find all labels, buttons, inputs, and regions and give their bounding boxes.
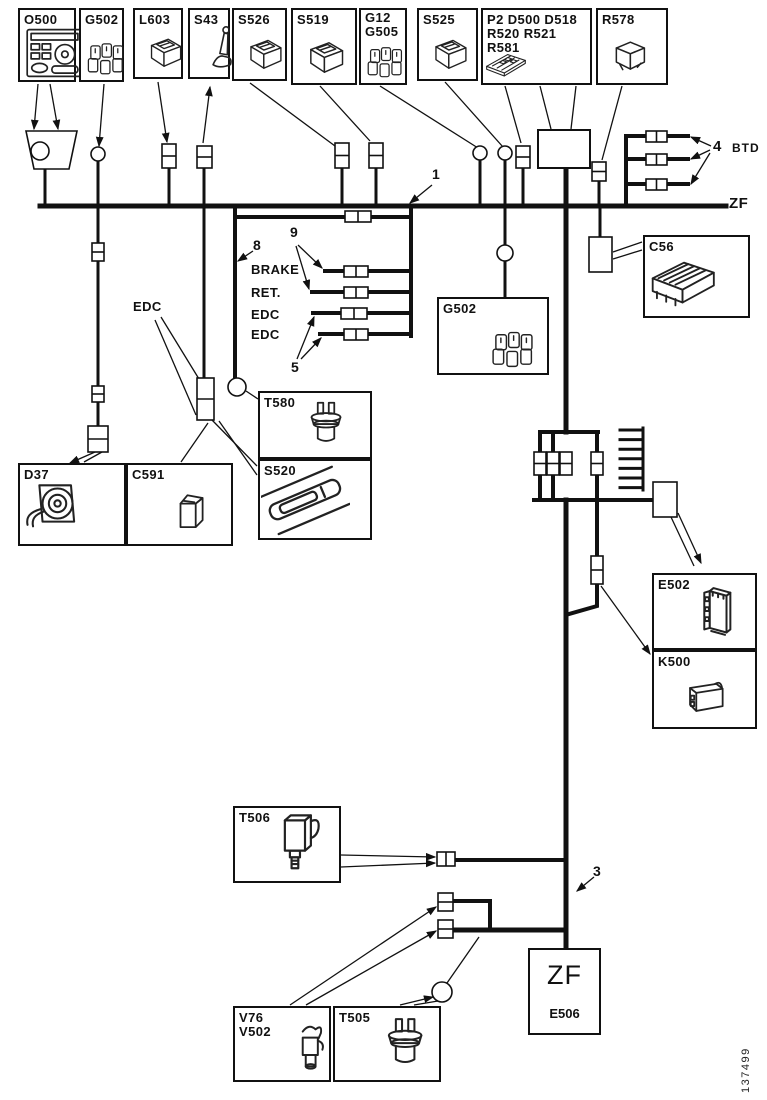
component-label-p2-line2: R520 R521 [487,26,557,41]
component-box-s525: S525 [417,8,478,81]
component-box-t505: T505 [333,1006,441,1082]
component-box-c56: C56 [643,235,750,318]
r578-illustration [615,41,646,71]
wire-label-brake: BRAKE [251,262,300,277]
component-box-t580: T580 [258,391,372,459]
component-label-c56: C56 [649,239,675,254]
c56-illustration [651,261,715,307]
component-box-o500: O500 [18,8,83,82]
component-label-s520: S520 [264,463,296,478]
component-label-p2-line1: P2 D500 D518 [487,12,578,27]
g502-top-illustration [87,43,124,75]
s520-illustration [261,465,350,536]
component-label-v76: V76 [239,1010,264,1025]
component-box-c591: C591 [126,463,233,546]
component-box-s520: S520 [258,459,372,540]
component-box-g502-top: G502 [79,8,124,82]
component-box-g12-g505: G12 G505 [359,8,407,85]
d37-illustration [26,484,76,528]
k500-illustration [689,681,724,712]
component-label-l603: L603 [139,12,171,27]
component-label-g505: G505 [365,24,399,39]
edc-harness-label: EDC [133,299,162,314]
component-label-s519: S519 [297,12,329,27]
l603-illustration [150,39,182,68]
g502-mid-illustration [491,331,533,367]
s526-illustration [250,39,282,70]
component-label-c591: C591 [132,467,165,482]
component-label-r578: R578 [602,12,635,27]
component-box-zf-e506: ZF E506 [528,948,601,1035]
component-label-g502-top: G502 [85,12,119,27]
component-label-t580: T580 [264,395,296,410]
component-box-k500: K500 [652,650,757,729]
wire-label-edc-a: EDC [251,307,280,322]
component-label-t506: T506 [239,810,271,825]
o500-illustration [26,28,83,78]
component-label-s526: S526 [238,12,270,27]
component-box-d37: D37 [18,463,126,546]
component-box-s526: S526 [232,8,287,81]
component-label-s43: S43 [194,12,219,27]
component-label-k500: K500 [658,654,691,669]
callout-3: 3 [593,863,602,879]
component-label-d37: D37 [24,467,50,482]
figure-number: 137499 [740,1047,752,1093]
e506-label: E506 [549,1006,580,1021]
g12-g505-illustration [367,47,403,78]
callout-9: 9 [290,224,299,240]
t506-illustration [283,814,320,870]
component-box-s519: S519 [291,8,357,85]
t580-illustration [310,401,342,442]
wire-label-ret: RET. [251,285,281,300]
component-box-l603: L603 [133,8,183,79]
c591-illustration [179,494,204,528]
p2-panel-illustration [486,54,526,77]
component-label-o500: O500 [24,12,58,27]
component-label-v502: V502 [239,1024,271,1039]
s43-illustration [212,26,232,69]
component-box-p2-panel: P2 D500 D518 R520 R521 R581 [481,8,592,85]
component-box-g502-mid: G502 [437,297,549,375]
component-label-g502-mid: G502 [443,301,477,316]
zf-gearbox-label: ZF [547,960,582,990]
callout-1: 1 [432,166,441,182]
callout-4: 4 [713,138,722,155]
zf-bus-label: ZF [729,195,749,212]
component-label-e502: E502 [658,577,690,592]
component-box-r578: R578 [596,8,668,85]
e502-illustration [703,586,732,636]
component-box-s43: S43 [188,8,232,79]
leader-lines [30,81,712,1006]
component-label-g12: G12 [365,10,391,25]
v76-v502-illustration [302,1025,325,1070]
component-label-t505: T505 [339,1010,371,1025]
btd-label: BTD [732,141,760,155]
component-label-p2-line3: R581 [487,40,520,55]
component-label-s525: S525 [423,12,455,27]
component-box-v76-v502: V76 V502 [233,1006,331,1082]
s519-illustration [310,41,344,73]
o500-connector-symbol [25,130,78,170]
callout-5: 5 [291,359,300,375]
component-box-e502: E502 [652,573,757,650]
connector-symbols [25,129,678,1003]
component-box-t506: T506 [233,806,341,883]
callout-8: 8 [253,237,262,253]
s525-illustration [435,39,467,70]
wire-label-edc-b: EDC [251,327,280,342]
t505-illustration [388,1018,423,1064]
